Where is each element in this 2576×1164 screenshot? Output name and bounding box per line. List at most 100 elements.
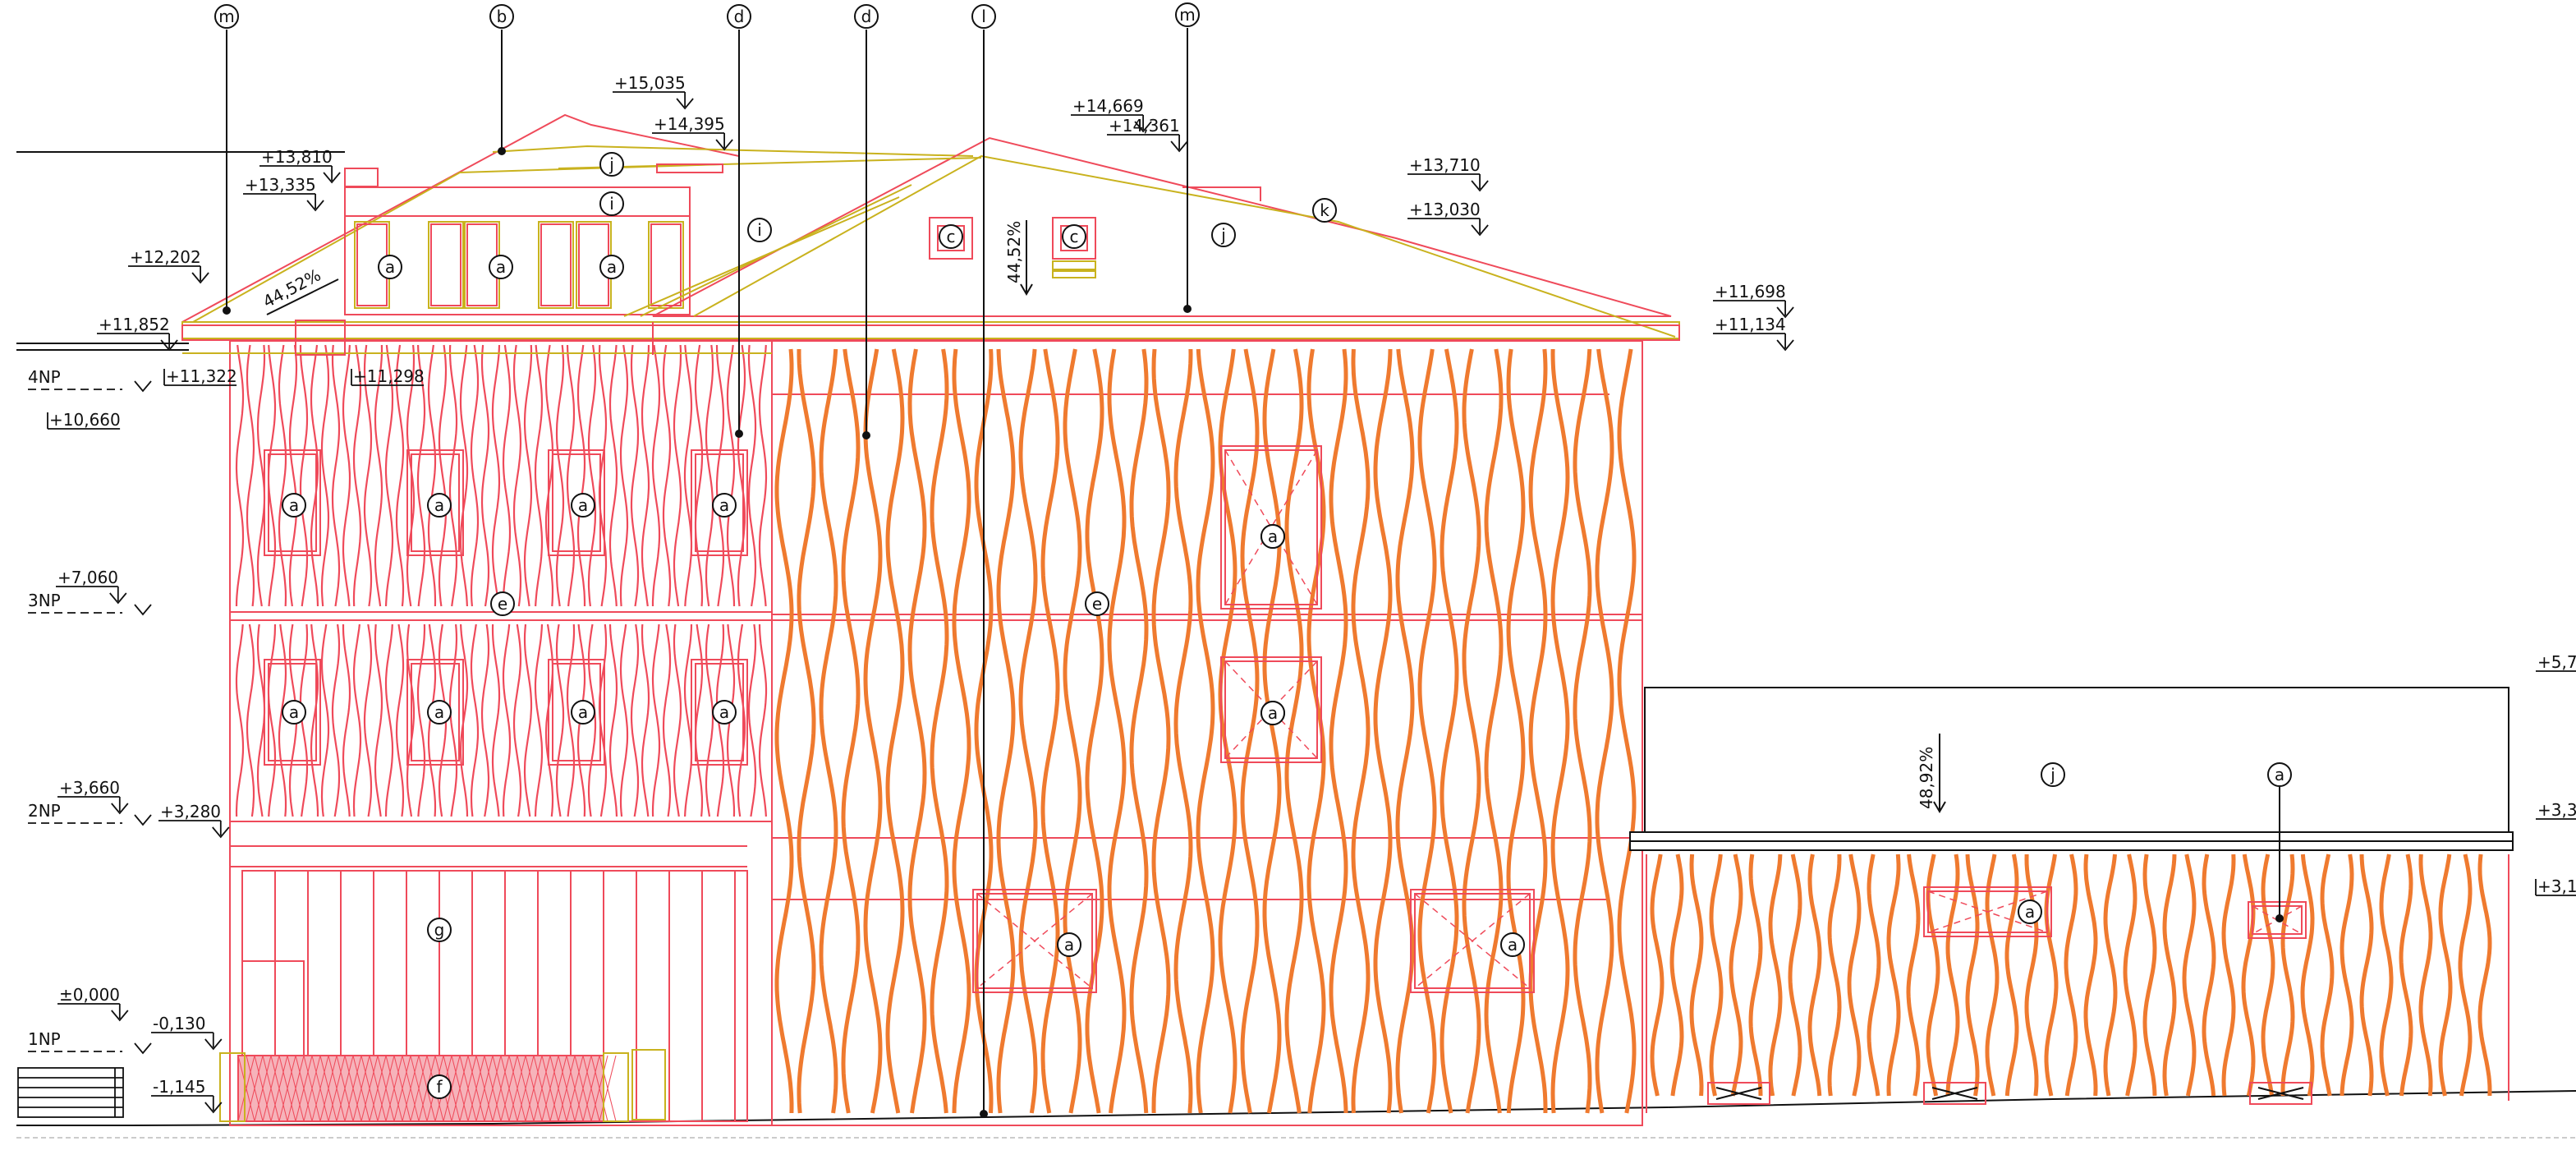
tag-bubble-d: d	[854, 4, 879, 29]
tag-bubble-a: a	[282, 493, 306, 518]
tag-letter: d	[861, 7, 872, 26]
tag-letter: e	[1092, 594, 1102, 614]
tag-letter: a	[1064, 935, 1074, 955]
level-value: +11,322	[166, 366, 237, 386]
floor-label-1np: 1NP	[28, 1029, 152, 1055]
floor-labels: 4NP 3NP 2NP 1NP	[28, 367, 152, 1055]
level-value: +11,698	[1715, 282, 1786, 301]
tag-letter: d	[734, 7, 745, 26]
level-value: +11,852	[99, 315, 170, 334]
level-value: +15,035	[614, 73, 686, 93]
level-marker: ±0,000	[57, 985, 129, 1022]
level-value: +12,202	[130, 247, 201, 267]
level-marker: +11,298	[351, 366, 425, 386]
level-value: +5,76	[2537, 652, 2576, 672]
main-roof	[558, 136, 1676, 338]
tag-letter: b	[497, 7, 507, 26]
tag-letter: c	[947, 227, 956, 246]
tag-bubble-i: i	[747, 218, 772, 242]
tag-bubble-k: k	[1312, 198, 1337, 223]
tag-bubble-i: i	[599, 191, 624, 216]
level-marker: +15,035	[613, 73, 694, 110]
tag-bubble-a: a	[489, 255, 513, 279]
level-value: +13,810	[261, 147, 333, 167]
tag-bubble-d: d	[727, 4, 751, 29]
tag-bubble-b: b	[489, 4, 514, 29]
level-value: +3,280	[160, 802, 221, 821]
level-value: +3,35	[2537, 800, 2576, 820]
tag-bubble-j: j	[1211, 223, 1236, 247]
tag-letter: a	[289, 702, 299, 722]
level-marker: +14,361	[1107, 116, 1188, 153]
tag-letter: j	[2050, 765, 2055, 784]
annex-windows	[1707, 886, 2312, 1105]
tag-bubble-f: f	[427, 1074, 452, 1099]
tag-letter: a	[719, 495, 729, 515]
tag-bubble-a: a	[571, 493, 595, 518]
tag-letter: e	[498, 594, 507, 614]
tag-letter: f	[436, 1077, 443, 1097]
level-value: +10,660	[49, 410, 121, 430]
slope-label-mid: 44,52%	[1004, 221, 1024, 283]
level-marker: +7,060	[56, 568, 127, 605]
tag-letter: i	[609, 194, 614, 214]
tag-bubble-m: m	[214, 4, 239, 29]
tag-letter: j	[608, 154, 614, 174]
roof-chimneys	[929, 217, 1096, 278]
level-marker: +5,76	[2536, 652, 2576, 672]
level-value: +14,669	[1072, 96, 1144, 116]
tag-bubble-a: a	[427, 493, 452, 518]
tag-bubble-a: a	[427, 700, 452, 725]
tag-letter: a	[385, 257, 395, 277]
tag-bubble-a: a	[1500, 932, 1525, 957]
tag-letter: a	[1268, 527, 1278, 546]
tag-bubble-c: c	[939, 224, 963, 249]
annex-facade-waves	[1650, 853, 2492, 1097]
tag-letter: k	[1320, 200, 1329, 220]
tag-bubble-m: m	[1175, 2, 1200, 27]
main-facade-windows	[972, 445, 1535, 993]
tag-bubble-a: a	[282, 700, 306, 725]
level-marker: +11,134	[1713, 315, 1794, 352]
level-marker: -1,145	[151, 1077, 223, 1114]
level-value: +14,361	[1109, 116, 1180, 136]
tag-letter: a	[578, 702, 588, 722]
level-value: +13,710	[1409, 155, 1481, 175]
tag-bubble-a: a	[1057, 932, 1081, 957]
tag-bubble-e: e	[490, 591, 515, 616]
level-marker: +3,35	[2536, 800, 2576, 820]
annex-facade	[1646, 854, 2509, 1113]
tag-letter: a	[2025, 902, 2035, 922]
tag-bubble-j: j	[599, 152, 624, 177]
left-wing-windows	[264, 449, 748, 766]
level-marker: +11,852	[97, 315, 178, 352]
tag-bubble-l: l	[971, 4, 996, 29]
tag-bubbles: mbddlmjiikjaaaccaaaaeeaaaaaagfaajaaaa	[214, 2, 2292, 1099]
main-facade-waves	[774, 348, 1637, 1114]
tag-letter: a	[434, 495, 444, 515]
tag-letter: a	[289, 495, 299, 515]
tag-letter: a	[1268, 703, 1278, 723]
tag-bubble-a: a	[712, 700, 737, 725]
leader-lines	[226, 28, 2280, 1114]
floor-label-2np: 2NP	[28, 801, 152, 826]
level-marker: +11,322	[163, 366, 237, 386]
floor-label-3np: 3NP	[28, 591, 152, 616]
leader-dots	[223, 147, 2284, 1118]
tag-bubble-a: a	[378, 255, 402, 279]
tag-bubble-g: g	[427, 918, 452, 942]
level-value: +13,030	[1409, 200, 1481, 219]
level-value: +3,10	[2537, 876, 2576, 896]
level-marker: +10,660	[47, 410, 121, 430]
slope-label-left: 44,52%	[259, 265, 324, 311]
slope-label-annex: 48,92%	[1917, 747, 1936, 809]
floor-name: 4NP	[28, 367, 61, 387]
tag-letter: c	[1070, 227, 1079, 246]
tag-bubble-a: a	[571, 700, 595, 725]
floor-name: 1NP	[28, 1029, 61, 1049]
level-value: +14,395	[654, 114, 725, 134]
level-marker: +14,395	[652, 114, 733, 151]
level-value: +7,060	[57, 568, 118, 587]
tag-bubble-a: a	[2267, 762, 2292, 787]
slope-labels: 44,52% 44,52% 48,92%	[259, 220, 1946, 813]
